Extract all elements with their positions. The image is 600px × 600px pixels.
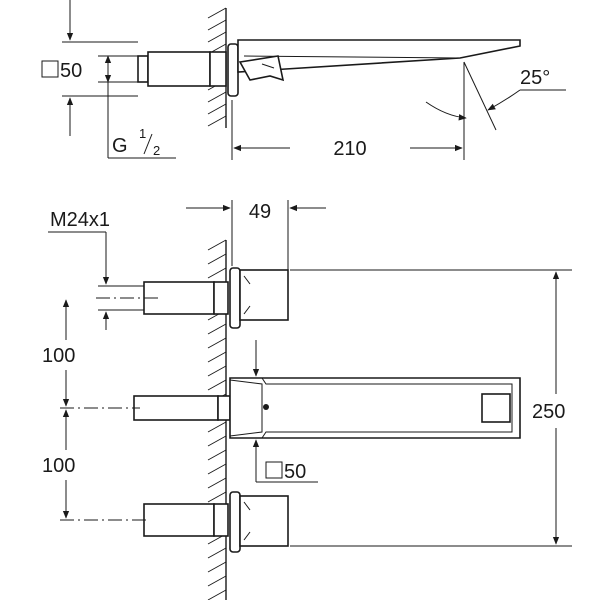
upper-handle [143, 267, 289, 329]
top-shaft [137, 51, 227, 87]
thread-fraction-num: 1 [139, 126, 146, 141]
depth-label: 49 [249, 201, 271, 223]
spacing-lower-label: 100 [42, 455, 75, 477]
front-view: 49 M24x1 100 100 250 50 [42, 200, 572, 600]
top-view: 50 G 1 2 210 25° [41, 0, 566, 160]
height-label: 250 [532, 401, 565, 423]
spacing-upper-label: 100 [42, 345, 75, 367]
thread-fraction-den: 2 [153, 143, 160, 158]
front-spout [133, 377, 521, 439]
thread-m24-label: M24x1 [50, 209, 110, 231]
spout-square-symbol [265, 461, 283, 479]
lower-handle [143, 491, 289, 553]
thread-label: G [112, 135, 128, 157]
angle-ray [463, 61, 497, 131]
top-flange [227, 43, 239, 97]
thread-fraction-bar [143, 133, 153, 155]
angle-label: 25° [520, 67, 550, 89]
top-square-symbol [41, 60, 59, 78]
top-square-size: 50 [60, 60, 82, 82]
spout-square-size: 50 [284, 461, 306, 483]
angle-arc-left [425, 101, 467, 121]
top-spout [237, 39, 521, 82]
angle-arc-right [487, 89, 521, 111]
length-label: 210 [333, 138, 366, 160]
